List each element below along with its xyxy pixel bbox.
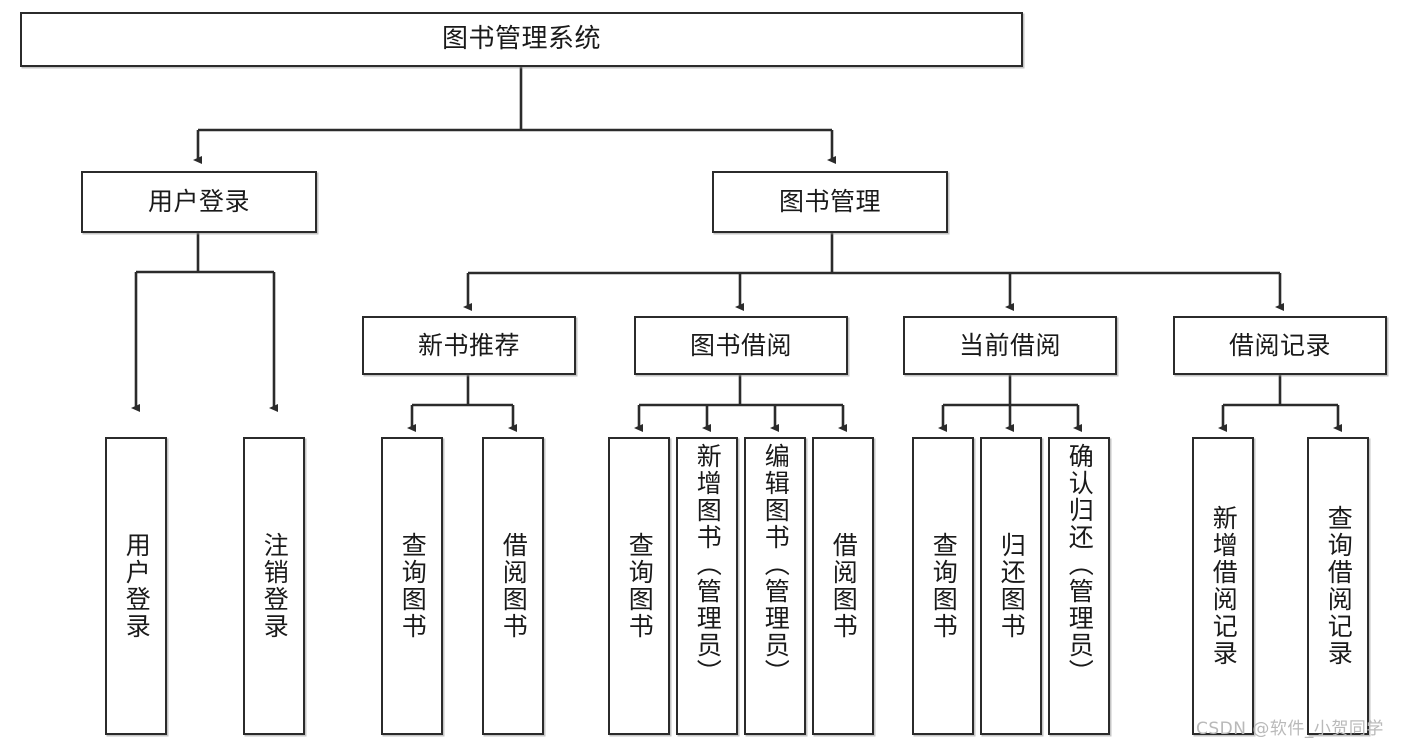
node-leaf-confirm-return[interactable]: 确认归还（管理员）	[1048, 437, 1110, 735]
node-new-book-recommend[interactable]: 新书推荐	[362, 316, 576, 375]
node-leaf-borrow-book-1-label: 借阅图书	[499, 532, 529, 640]
node-leaf-add-record[interactable]: 新增借阅记录	[1192, 437, 1254, 735]
node-leaf-query-book-1-label: 查询图书	[398, 532, 428, 640]
node-borrow-record[interactable]: 借阅记录	[1173, 316, 1387, 375]
node-leaf-confirm-return-label: 确认归还（管理员）	[1065, 443, 1095, 686]
node-current-borrow[interactable]: 当前借阅	[903, 316, 1117, 375]
node-book-borrow-label: 图书借阅	[689, 330, 792, 360]
node-leaf-user-logout-label: 注销登录	[260, 532, 290, 640]
node-leaf-query-book-1[interactable]: 查询图书	[381, 437, 443, 735]
node-leaf-query-book-3[interactable]: 查询图书	[912, 437, 974, 735]
node-leaf-query-record-label: 查询借阅记录	[1324, 505, 1354, 667]
node-leaf-user-login[interactable]: 用户登录	[105, 437, 167, 735]
node-current-borrow-label: 当前借阅	[958, 330, 1061, 360]
node-leaf-return-book[interactable]: 归还图书	[980, 437, 1042, 735]
node-leaf-borrow-book-1[interactable]: 借阅图书	[482, 437, 544, 735]
node-user-login-label: 用户登录	[147, 187, 250, 217]
node-book-management-label: 图书管理	[778, 187, 881, 217]
node-borrow-record-label: 借阅记录	[1228, 330, 1331, 360]
node-leaf-add-record-label: 新增借阅记录	[1209, 505, 1239, 667]
node-leaf-edit-book-label: 编辑图书（管理员）	[761, 443, 791, 686]
node-leaf-user-logout[interactable]: 注销登录	[243, 437, 305, 735]
node-book-management[interactable]: 图书管理	[712, 171, 948, 233]
node-leaf-query-book-2-label: 查询图书	[625, 532, 655, 640]
node-leaf-return-book-label: 归还图书	[997, 532, 1027, 640]
node-leaf-edit-book[interactable]: 编辑图书（管理员）	[744, 437, 806, 735]
node-book-borrow[interactable]: 图书借阅	[634, 316, 848, 375]
node-leaf-query-book-3-label: 查询图书	[929, 532, 959, 640]
node-root[interactable]: 图书管理系统	[20, 12, 1023, 67]
node-leaf-add-book[interactable]: 新增图书（管理员）	[676, 437, 738, 735]
node-user-login[interactable]: 用户登录	[81, 171, 317, 233]
node-leaf-add-book-label: 新增图书（管理员）	[693, 443, 723, 686]
node-leaf-query-record[interactable]: 查询借阅记录	[1307, 437, 1369, 735]
node-new-book-recommend-label: 新书推荐	[417, 330, 520, 360]
node-leaf-borrow-book-2[interactable]: 借阅图书	[812, 437, 874, 735]
node-leaf-borrow-book-2-label: 借阅图书	[829, 532, 859, 640]
node-root-label: 图书管理系统	[441, 24, 601, 55]
node-leaf-query-book-2[interactable]: 查询图书	[608, 437, 670, 735]
node-leaf-user-login-label: 用户登录	[122, 532, 152, 640]
csdn-watermark: CSDN @软件_小贺同学	[1196, 719, 1384, 739]
